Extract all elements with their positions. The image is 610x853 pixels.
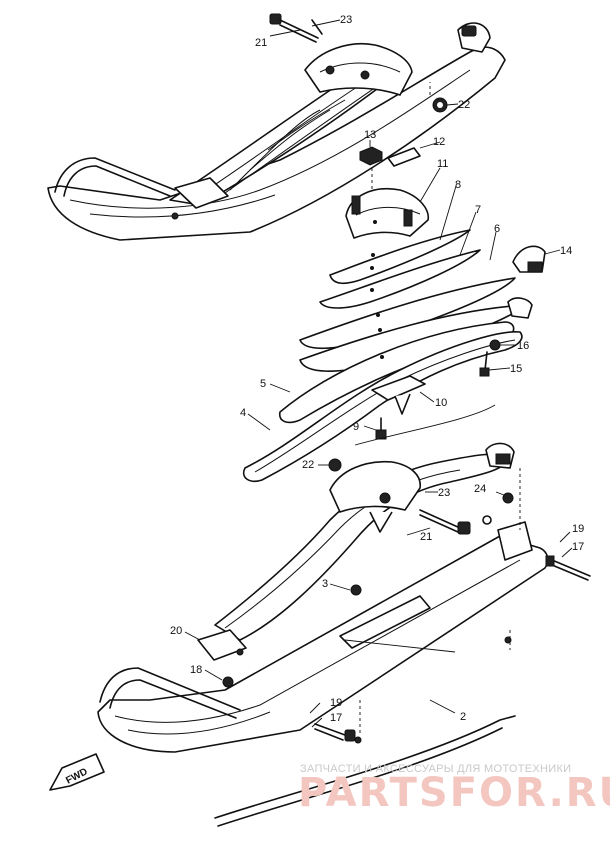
callout-22-lower: 22 (302, 459, 314, 471)
callout-10: 10 (435, 397, 447, 409)
callout-7: 7 (475, 204, 481, 216)
callout-21-lower: 21 (420, 531, 432, 543)
callout-labels: 23 21 22 13 12 11 8 7 6 14 16 15 5 10 9 … (170, 14, 584, 724)
bolt-21-upper (269, 13, 319, 43)
callout-13: 13 (364, 129, 376, 141)
callout-2: 2 (460, 711, 466, 723)
callout-21-upper: 21 (255, 37, 267, 49)
callout-24: 24 (474, 483, 486, 495)
callout-16: 16 (517, 340, 529, 352)
callout-12: 12 (433, 136, 445, 148)
callout-23-lower: 23 (438, 487, 450, 499)
watermark-caption: ЗАПЧАСТИ И АКСЕССУАРЫ ДЛЯ МОТОТЕХНИКИ (300, 763, 571, 775)
leaf-spring-exploded (243, 146, 546, 483)
callout-6: 6 (494, 223, 500, 235)
callout-18: 18 (190, 664, 202, 676)
callout-9: 9 (353, 421, 359, 433)
callout-17-rear: 17 (572, 541, 584, 553)
watermark-logo: PARTSFOR.RU (298, 770, 610, 816)
callout-14: 14 (560, 245, 572, 257)
lower-ski-assembly (97, 442, 591, 827)
callout-20: 20 (170, 625, 182, 637)
callout-22-upper: 22 (458, 99, 470, 111)
callout-5: 5 (260, 378, 266, 390)
callout-15: 15 (510, 363, 522, 375)
callout-8: 8 (455, 179, 461, 191)
watermark: ЗАПЧАСТИ И АКСЕССУАРЫ ДЛЯ МОТОТЕХНИКИ PA… (298, 763, 610, 816)
fwd-arrow: FWD (49, 753, 105, 791)
leader-lines (184, 19, 573, 735)
upper-ski-assembly (47, 13, 506, 241)
callout-19-rear: 19 (572, 523, 584, 535)
callout-4: 4 (240, 407, 246, 419)
callout-19-front: 19 (330, 697, 342, 709)
callout-23-upper: 23 (340, 14, 352, 26)
callout-17-front: 17 (330, 712, 342, 724)
callout-3: 3 (322, 578, 328, 590)
callout-11: 11 (437, 158, 448, 170)
